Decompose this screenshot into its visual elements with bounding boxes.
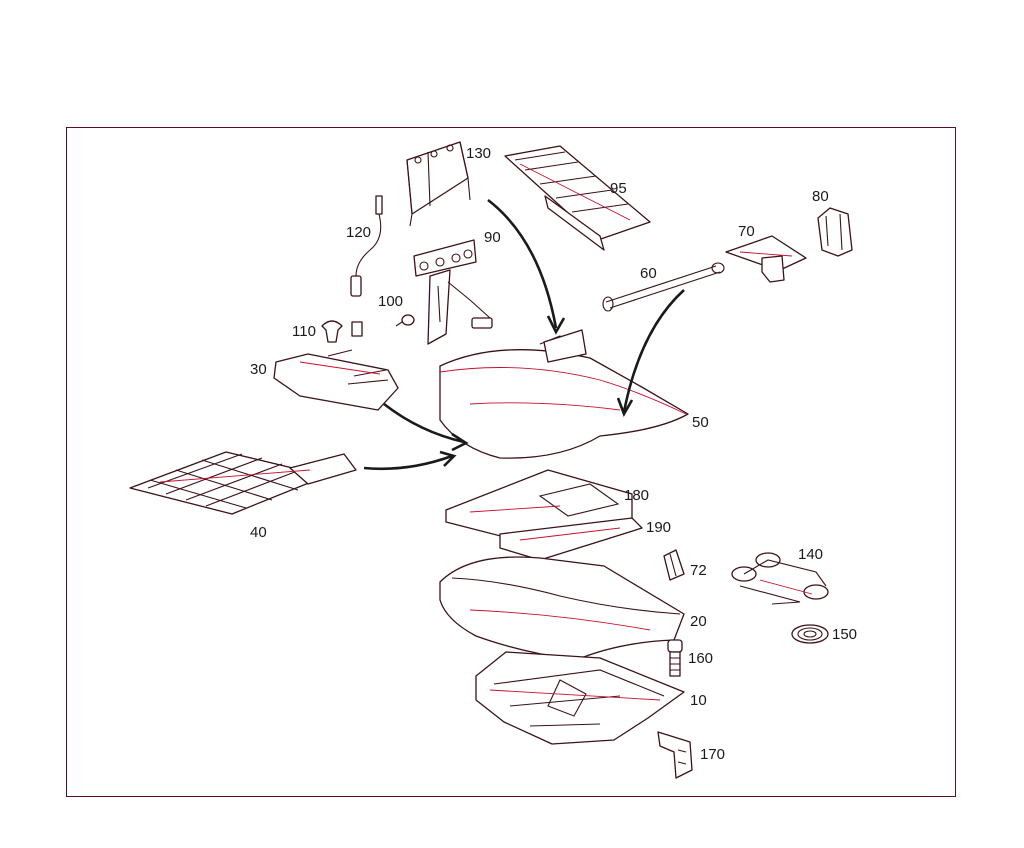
label-120: 120 xyxy=(346,224,371,241)
label-170: 170 xyxy=(700,746,725,763)
part-150-coil-spring xyxy=(791,624,829,644)
label-20: 20 xyxy=(690,613,707,630)
part-110-rivet xyxy=(321,320,363,343)
part-10-seat-base xyxy=(475,651,685,745)
label-160: 160 xyxy=(688,650,713,667)
part-60-cable xyxy=(602,262,725,312)
label-130: 130 xyxy=(466,145,491,162)
part-100-screw xyxy=(395,314,415,327)
part-120-sensor xyxy=(350,195,383,297)
part-20-seat-foam xyxy=(439,556,685,661)
label-80: 80 xyxy=(812,188,829,205)
part-170-bracket xyxy=(657,731,693,779)
part-72-clip xyxy=(663,549,685,581)
part-30-heater-mat xyxy=(273,349,399,411)
label-90: 90 xyxy=(484,229,501,246)
diagram-frame xyxy=(66,127,956,797)
part-140-spring-assembly xyxy=(731,552,829,605)
part-95-frame xyxy=(504,145,651,251)
label-190: 190 xyxy=(646,519,671,536)
label-140: 140 xyxy=(798,546,823,563)
part-80-clip xyxy=(817,207,853,257)
label-180: 180 xyxy=(624,487,649,504)
label-100: 100 xyxy=(378,293,403,310)
label-95: 95 xyxy=(610,180,627,197)
label-150: 150 xyxy=(832,626,857,643)
label-50: 50 xyxy=(692,414,709,431)
part-190-pad xyxy=(499,517,643,561)
label-70: 70 xyxy=(738,223,755,240)
label-10: 10 xyxy=(690,692,707,709)
part-160-bolt xyxy=(667,639,683,677)
arrow-130-to-50 xyxy=(487,198,558,329)
part-40-grid-mat xyxy=(129,451,357,515)
label-60: 60 xyxy=(640,265,657,282)
label-72: 72 xyxy=(690,562,707,579)
part-50-seat-cover xyxy=(439,329,689,459)
label-30: 30 xyxy=(250,361,267,378)
arrow-60-to-50 xyxy=(622,289,685,413)
part-90-bracket xyxy=(413,239,493,345)
arrow-30-to-50 xyxy=(383,402,465,444)
label-40: 40 xyxy=(250,524,267,541)
label-110: 110 xyxy=(292,323,316,340)
part-labels: 130 95 80 70 120 90 60 100 110 30 50 40 … xyxy=(250,145,857,763)
arrow-40-to-50 xyxy=(363,454,453,471)
assembly-arrows xyxy=(363,198,685,471)
part-70-bracket xyxy=(725,235,807,283)
part-130-cover-bracket xyxy=(406,141,471,227)
